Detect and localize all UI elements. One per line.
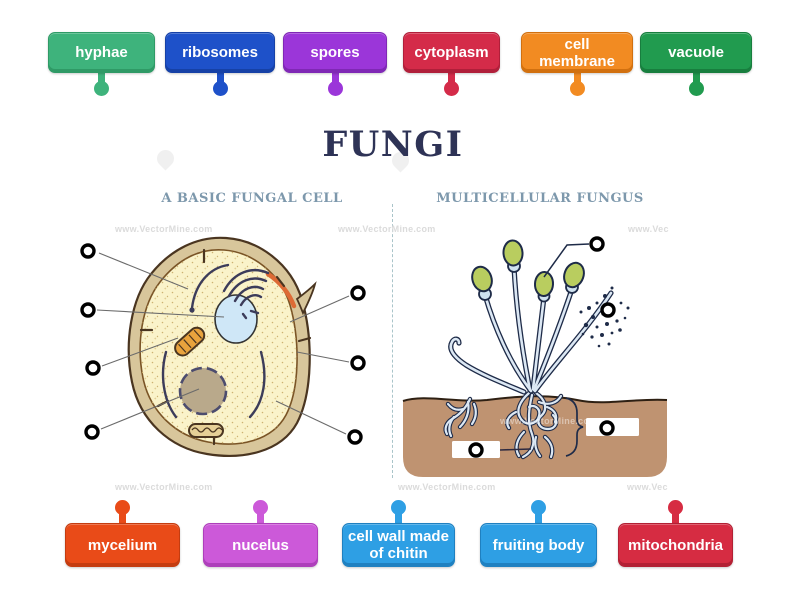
left-section-heading: A BASIC FUNGAL CELL	[161, 191, 343, 206]
answer-spot-cell-7[interactable]	[347, 429, 363, 445]
watermark-text: www.VectorMine.com	[115, 224, 213, 234]
label-chip-face[interactable]: vacuole	[640, 32, 752, 73]
pin-dot	[444, 81, 459, 96]
fruiting-body-leader	[543, 243, 590, 278]
pin-dot	[94, 81, 109, 96]
label-chip-cytoplasm[interactable]: cytoplasm	[403, 32, 500, 96]
label-text: cell wall made of chitin	[348, 528, 449, 562]
answer-spot-cell-3[interactable]	[85, 360, 101, 376]
answer-spot-cell-5[interactable]	[350, 285, 366, 301]
label-chip-face[interactable]: nucelus	[203, 523, 318, 567]
pin-stem	[672, 511, 679, 526]
label-chip-fruiting-body[interactable]: fruiting body	[480, 500, 597, 567]
pin-stem	[257, 511, 264, 526]
label-chip-ribosomes[interactable]: ribosomes	[165, 32, 275, 96]
pin-dot	[253, 500, 268, 515]
pin-stem	[395, 511, 402, 526]
endoplasmic-reticulum	[161, 263, 266, 419]
pin-stem	[448, 70, 455, 85]
label-chip-vacuole[interactable]: vacuole	[640, 32, 752, 96]
label-text: cytoplasm	[414, 44, 489, 61]
label-chip-nucelus[interactable]: nucelus	[203, 500, 318, 567]
label-text: mycelium	[87, 536, 158, 554]
label-chip-mitochondria[interactable]: mitochondria	[618, 500, 733, 567]
pin-stem	[573, 70, 581, 85]
label-text: fruiting body	[492, 536, 585, 554]
label-chip-face[interactable]: fruiting body	[480, 523, 597, 567]
cell-membrane-patch	[265, 271, 297, 309]
label-chip-face[interactable]: cell membrane	[521, 32, 633, 73]
label-chip-mycelium[interactable]: mycelium	[65, 500, 180, 567]
label-text: cell membrane	[539, 35, 615, 70]
pin-stem	[535, 511, 542, 526]
pin-dot	[115, 500, 130, 515]
label-text: spores	[310, 44, 360, 61]
label-text: mitochondria	[627, 536, 723, 554]
er-end-dot	[189, 307, 195, 313]
pin-stem	[331, 70, 339, 85]
label-text: ribosomes	[182, 44, 258, 61]
pin-dot	[212, 81, 228, 96]
answer-spot-cell-1[interactable]	[80, 243, 96, 259]
label-text: nucelus	[232, 536, 289, 554]
multicellular-fungus-diagram	[402, 239, 668, 477]
answer-spot-fungus-2[interactable]	[600, 302, 616, 318]
answer-spot-cell-2[interactable]	[80, 302, 96, 318]
answer-spot-fungus-boxed-2[interactable]	[599, 420, 615, 436]
pin-stem	[119, 511, 126, 526]
golgi-apparatus	[222, 268, 270, 320]
mitochondrion-1	[174, 326, 206, 357]
label-chip-face[interactable]: cell wall made of chitin	[342, 523, 455, 567]
watermark-text: www.VectorMine.com	[338, 224, 436, 234]
mitochondrion-2	[188, 423, 224, 438]
pin-dot	[391, 500, 406, 515]
pin-dot	[531, 500, 546, 515]
label-chip-cell-wall-made-of-chitin[interactable]: cell wall made of chitin	[342, 500, 455, 567]
label-chip-face[interactable]: mitochondria	[618, 523, 733, 567]
leader-lines	[96, 252, 350, 435]
pin-dot	[327, 81, 343, 96]
label-chip-cell-membrane[interactable]: cell membrane	[521, 32, 633, 96]
cell-wall-spike	[295, 281, 317, 316]
label-text: vacuole	[668, 44, 724, 61]
label-chip-spores[interactable]: spores	[283, 32, 387, 96]
nucleus-shape	[178, 366, 228, 416]
right-section-heading: MULTICELLULAR FUNGUS	[436, 191, 644, 206]
pin-stem	[98, 70, 105, 85]
label-chip-face[interactable]: mycelium	[65, 523, 180, 567]
answer-spot-fungus-boxed-1[interactable]	[468, 442, 484, 458]
box-connector-line	[499, 448, 532, 451]
pin-stem	[692, 70, 700, 85]
pin-dot	[668, 500, 683, 515]
watermark-text: www.VectorMine.com	[398, 482, 496, 492]
label-chip-face[interactable]: spores	[283, 32, 387, 73]
answer-spot-fungus-1[interactable]	[589, 236, 605, 252]
label-chip-face[interactable]: cytoplasm	[403, 32, 500, 73]
answer-spot-cell-6[interactable]	[350, 355, 366, 371]
vacuole-shape	[214, 294, 258, 344]
pin-dot	[569, 81, 585, 96]
watermark-text: www.VectorMine.com	[115, 482, 213, 492]
spore-dots	[579, 286, 630, 348]
answer-spot-cell-4[interactable]	[84, 424, 100, 440]
answer-spots	[80, 236, 639, 458]
label-chip-face[interactable]: hyphae	[48, 32, 155, 73]
watermark-text: www.Vec	[628, 224, 669, 234]
pin-stem	[216, 70, 224, 85]
section-divider	[392, 204, 393, 478]
basic-fungal-cell-diagram	[96, 236, 350, 457]
brace	[565, 397, 584, 457]
pin-dot	[688, 81, 704, 96]
fruiting-bodies	[471, 239, 585, 303]
watermark-text: www.VectorMine.co	[500, 416, 590, 426]
watermark-text: www.Vec	[627, 482, 668, 492]
page-title: FUNGI	[322, 124, 464, 165]
label-chip-hyphae[interactable]: hyphae	[48, 32, 155, 96]
label-chip-face[interactable]: ribosomes	[165, 32, 275, 73]
label-text: hyphae	[75, 44, 128, 61]
